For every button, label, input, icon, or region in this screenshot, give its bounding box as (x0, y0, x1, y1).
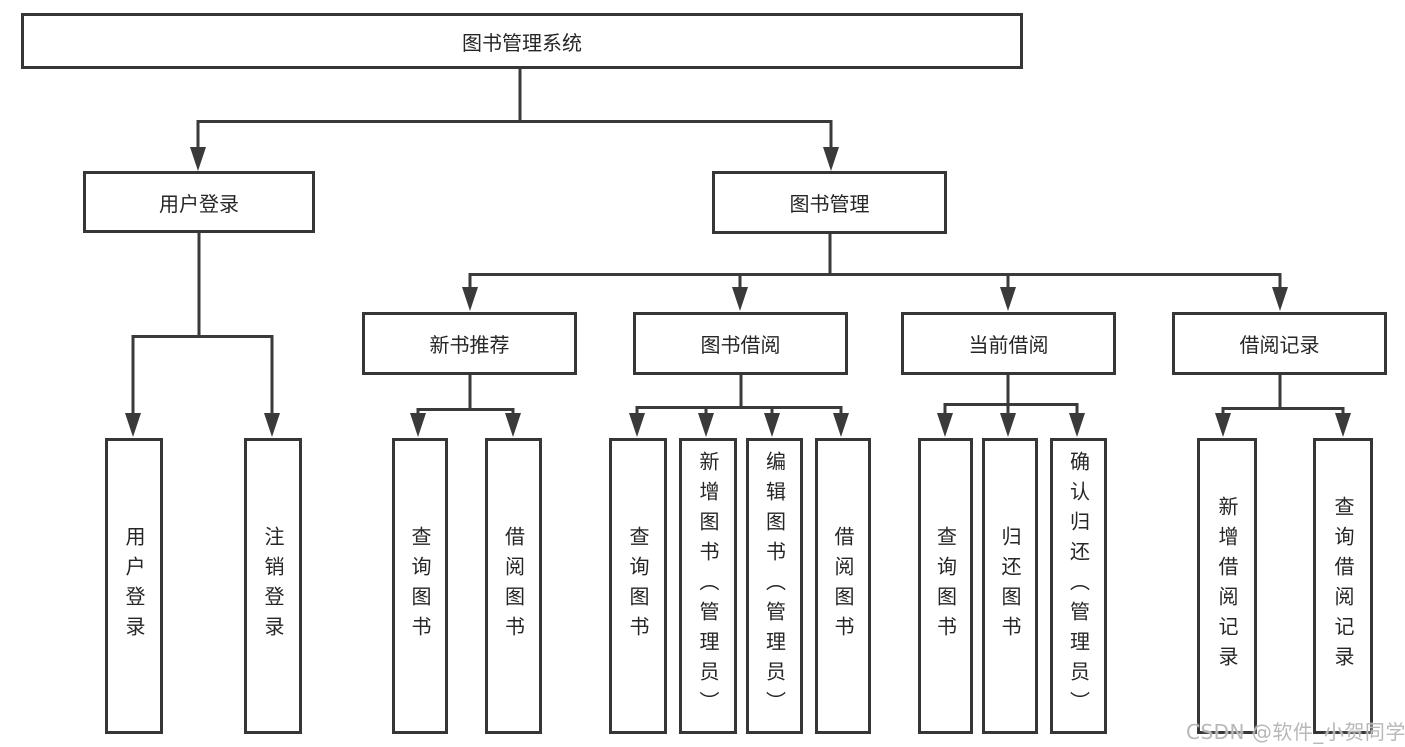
leaf-borrow-books-1: 借阅图书 (485, 438, 542, 734)
connector-bookmgmt-to-level3 (468, 234, 1282, 291)
leaf-confirm-return-admin-label: 确认归还（管理员） (1066, 451, 1091, 721)
leaf-user-login-label: 用户登录 (122, 526, 146, 646)
leaf-return-books: 归还图书 (982, 438, 1038, 734)
node-book-borrow-label: 图书借阅 (700, 333, 781, 357)
node-root-system: 图书管理系统 (21, 13, 1023, 69)
node-borrow-records-label: 借阅记录 (1239, 333, 1320, 357)
leaf-add-borrow-record: 新增借阅记录 (1197, 438, 1257, 734)
connector-currentborrow-to-leaves (943, 375, 1079, 417)
node-book-management: 图书管理 (712, 171, 947, 234)
leaf-query-books-2: 查询图书 (609, 438, 667, 734)
leaf-add-books-admin-label: 新增图书（管理员） (696, 451, 720, 721)
node-user-login: 用户登录 (83, 171, 315, 233)
leaf-user-login: 用户登录 (105, 438, 163, 734)
leaf-confirm-return-admin: 确认归还（管理员） (1050, 438, 1107, 734)
leaf-borrow-books-2: 借阅图书 (815, 438, 871, 734)
leaf-query-books-1: 查询图书 (392, 438, 448, 734)
connector-bookborrow-to-leaves (635, 375, 843, 417)
node-current-borrow-label: 当前借阅 (968, 333, 1049, 357)
node-current-borrow: 当前借阅 (901, 312, 1116, 375)
node-book-management-label: 图书管理 (789, 192, 870, 216)
leaf-query-books-1-label: 查询图书 (408, 526, 432, 646)
leaf-logout-label: 注销登录 (261, 526, 285, 646)
leaf-borrow-books-2-label: 借阅图书 (831, 526, 855, 646)
node-book-borrow: 图书借阅 (633, 312, 848, 375)
leaf-query-borrow-record: 查询借阅记录 (1313, 438, 1373, 734)
node-borrow-records: 借阅记录 (1172, 312, 1387, 375)
leaf-query-borrow-record-label: 查询借阅记录 (1331, 496, 1355, 676)
connector-newbook-to-leaves (416, 375, 515, 417)
leaf-query-books-2-label: 查询图书 (626, 526, 650, 646)
leaf-logout: 注销登录 (244, 438, 302, 734)
connector-records-to-leaves (1221, 375, 1345, 417)
node-root-system-label: 图书管理系统 (462, 30, 582, 55)
node-user-login-label: 用户登录 (159, 191, 239, 216)
leaf-edit-books-admin: 编辑图书（管理员） (746, 438, 803, 734)
leaf-return-books-label: 归还图书 (998, 526, 1022, 646)
connector-lines (131, 68, 1345, 417)
arrowhead-icons (125, 147, 1351, 437)
node-new-book-recommend-label: 新书推荐 (429, 333, 510, 357)
leaf-add-books-admin: 新增图书（管理员） (679, 438, 737, 734)
leaf-edit-books-admin-label: 编辑图书（管理员） (762, 451, 787, 721)
connector-root-to-level2 (196, 68, 833, 150)
leaf-query-books-3: 查询图书 (918, 438, 973, 734)
leaf-query-books-3-label: 查询图书 (933, 526, 958, 646)
csdn-watermark: CSDN @软件_小贺同学 (1186, 720, 1405, 744)
connector-userlogin-to-leaves (131, 233, 274, 417)
leaf-add-borrow-record-label: 新增借阅记录 (1215, 496, 1239, 676)
node-new-book-recommend: 新书推荐 (362, 312, 577, 375)
leaf-borrow-books-1-label: 借阅图书 (501, 526, 526, 646)
